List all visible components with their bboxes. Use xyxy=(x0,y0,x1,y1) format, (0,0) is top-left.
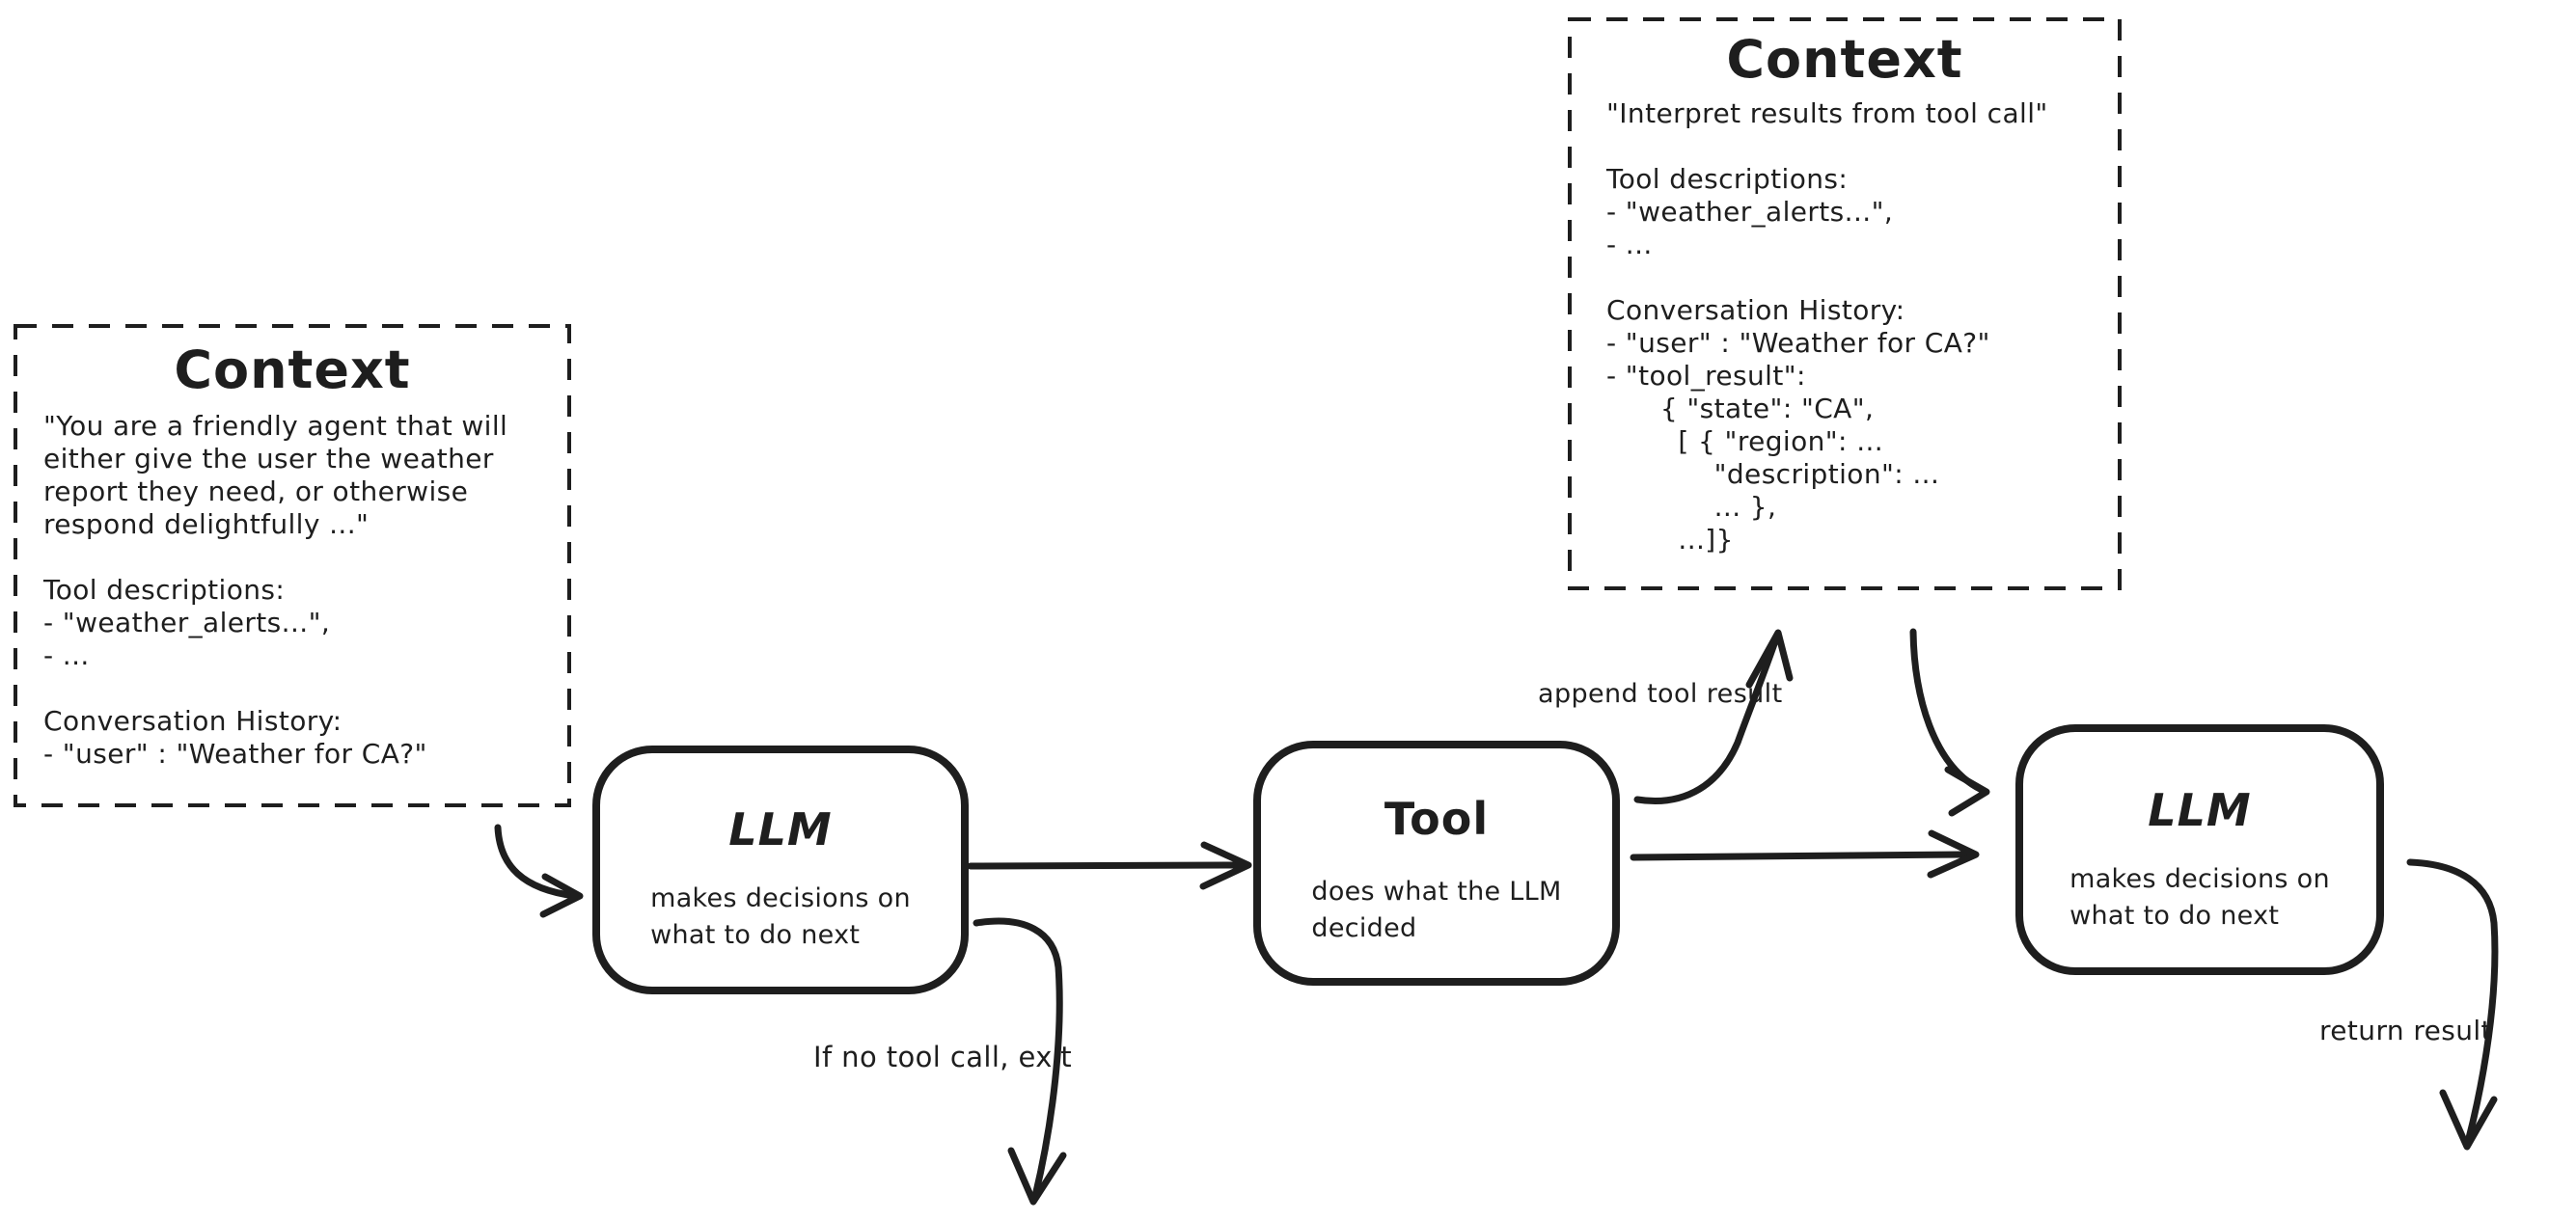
context-left-node: Context "You are a friendly agent that w… xyxy=(15,326,569,771)
arrow-shaft xyxy=(1909,628,1986,794)
arrowhead-down-icon xyxy=(2439,1089,2498,1151)
arrow-context-left-to-llm-first xyxy=(494,824,584,918)
llm-second-node: LLM makes decisions on what to do next xyxy=(2019,728,2380,935)
context-left-box-border xyxy=(14,324,571,807)
tool-box-border xyxy=(1253,741,1620,986)
edge-label-append-tool-result: append tool result xyxy=(1538,679,1783,709)
llm-first-title: LLM xyxy=(728,803,833,855)
arrowhead-right-icon xyxy=(1944,766,1990,817)
tool-node: Tool does what the LLM decided xyxy=(1257,745,1616,947)
llm-second-title: LLM xyxy=(2148,784,2252,836)
arrowhead-up-icon xyxy=(1745,629,1794,689)
llm-first-box-border xyxy=(592,746,969,994)
arrow-shaft xyxy=(973,917,1063,1200)
arrowhead-down-icon xyxy=(1007,1147,1067,1206)
arrow-shaft xyxy=(494,824,579,900)
arrow-shaft xyxy=(1630,851,1970,861)
tool-title: Tool xyxy=(1384,793,1490,845)
arrow-shaft xyxy=(967,861,1243,870)
context-right-box-border xyxy=(1568,17,2122,590)
arrow-context-right-to-llm-second xyxy=(1909,628,1990,817)
context-right-body: "Interpret results from tool call" Tool … xyxy=(1606,97,2048,556)
llm-second-box-border xyxy=(2015,724,2384,975)
llm-first-node: LLM makes decisions on what to do next xyxy=(596,749,965,954)
llm-second-subtitle: makes decisions on what to do next xyxy=(2069,864,2330,931)
arrow-shaft xyxy=(1633,635,1780,804)
arrow-llm-first-to-tool xyxy=(967,841,1252,890)
arrowhead-right-icon xyxy=(1927,829,1980,879)
arrow-llm-second-return xyxy=(2406,858,2499,1151)
arrowhead-right-icon xyxy=(1199,841,1252,890)
edge-label-if-no-tool-call-exit: If no tool call, exit xyxy=(813,1041,1073,1073)
edge-label-return-result: return result xyxy=(2319,1015,2492,1046)
context-right-node: Context "Interpret results from tool cal… xyxy=(1570,19,2120,556)
context-left-title: Context xyxy=(174,339,411,400)
arrow-shaft xyxy=(2406,858,2499,1146)
arrow-tool-to-context-right xyxy=(1633,629,1794,804)
llm-first-subtitle: makes decisions on what to do next xyxy=(650,883,911,950)
context-right-title: Context xyxy=(1726,29,1963,90)
arrow-tool-to-llm-second xyxy=(1630,829,1980,879)
arrowhead-right-icon xyxy=(539,873,584,918)
arrow-llm-first-exit xyxy=(973,917,1067,1206)
context-left-body: "You are a friendly agent that will eith… xyxy=(43,410,508,770)
tool-subtitle: does what the LLM decided xyxy=(1311,877,1562,943)
